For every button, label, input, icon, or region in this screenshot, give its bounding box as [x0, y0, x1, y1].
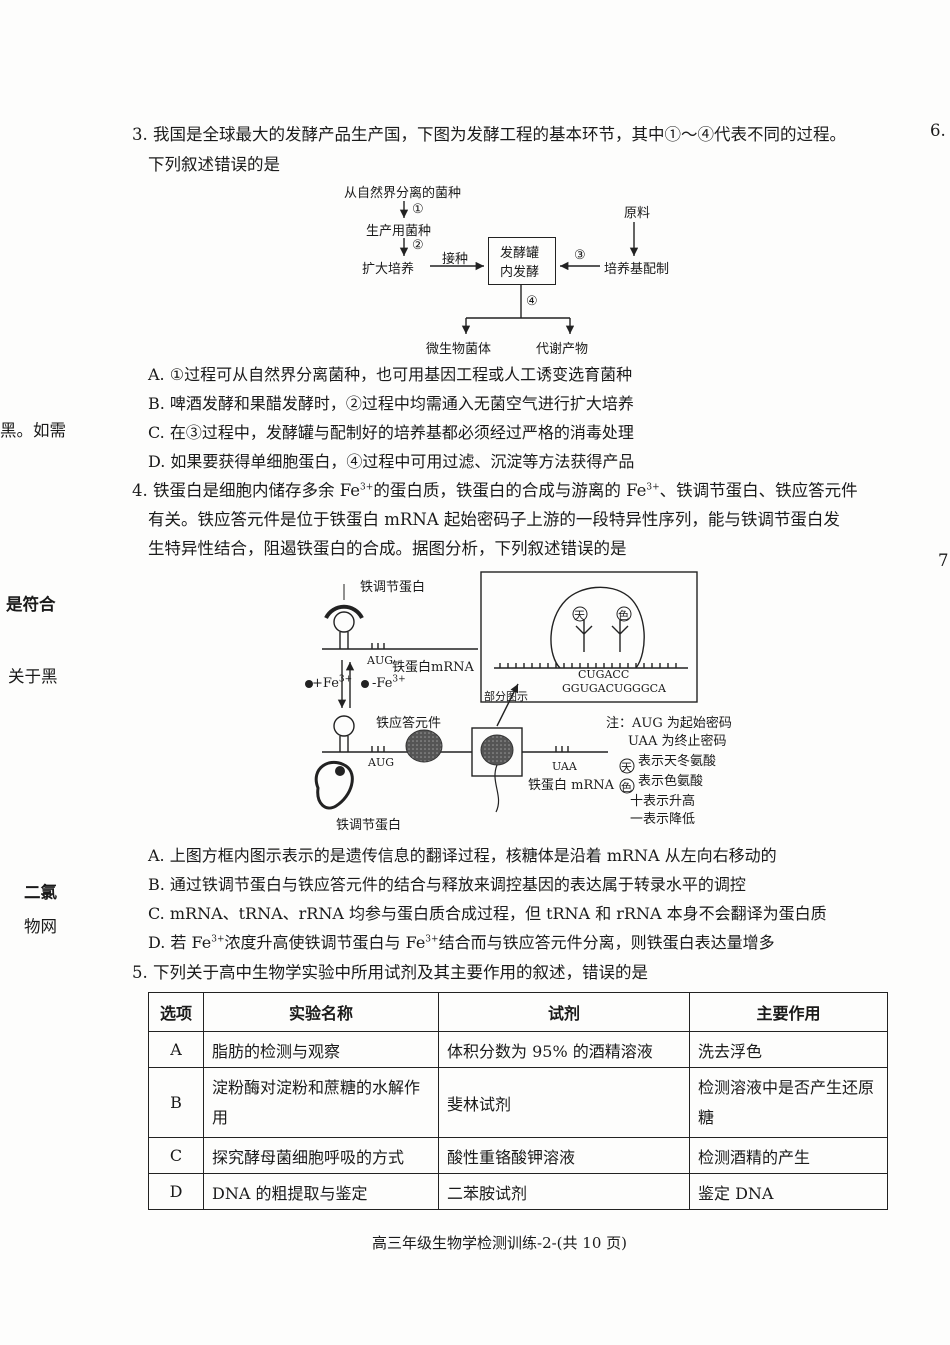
note-line-5: 十表示升高 — [630, 794, 696, 809]
header-reagent: 试剂 — [438, 992, 690, 1032]
table-header-row: 选项 实验名称 试剂 主要作用 — [148, 992, 888, 1032]
table-cell: 鉴定 DNA — [689, 1173, 888, 1210]
partial-view-label: 部分图示 — [484, 690, 528, 703]
q3-stem-line2: 下列叙述错误的是 — [148, 155, 280, 174]
table-row: C 探究酵母菌细胞呼吸的方式 酸性重铬酸钾溶液 检测酒精的产生 — [148, 1137, 888, 1174]
anticodon-sequence: CUGACC — [578, 668, 630, 681]
note-line-4: 表示色氨酸 — [638, 774, 704, 789]
table-cell: 脂肪的检测与观察 — [203, 1031, 439, 1068]
regulator-protein-top-label: 铁调节蛋白 — [360, 580, 426, 595]
uaa-label: UAA — [552, 760, 577, 773]
table-row: D DNA 的粗提取与鉴定 二苯胺试剂 鉴定 DNA — [148, 1173, 888, 1210]
q4-stem-line3: 生特异性结合，阻遏铁蛋白的合成。据图分析，下列叙述错误的是 — [148, 539, 627, 558]
regulator-protein-bottom-label: 铁调节蛋白 — [336, 818, 402, 833]
raw-material-label: 原料 — [624, 206, 651, 221]
ferritin-mrna-bottom-label: 铁蛋白 mRNA — [528, 778, 615, 793]
legend-aspartate-symbol: 天 — [621, 761, 632, 774]
table-cell: 检测酒精的产生 — [689, 1137, 888, 1174]
fermenter-label-1: 发酵罐 — [500, 246, 540, 261]
ire-label: 铁应答元件 — [376, 716, 442, 731]
q4-option-d: D. 若 Fe3+浓度升高使铁调节蛋白与 Fe3+结合而与铁应答元件分离，则铁蛋… — [148, 933, 775, 952]
table-cell: 体积分数为 95% 的酒精溶液 — [438, 1031, 690, 1068]
q3-stem-line1: 3. 我国是全球最大的发酵产品生产国，下图为发酵工程的基本环节，其中①～④代表不… — [132, 125, 846, 144]
q4-option-a: A. 上图方框内图示表示的是遗传信息的翻译过程，核糖体是沿着 mRNA 从左向右… — [148, 846, 777, 865]
legend-tryptophan-symbol: 色 — [621, 781, 632, 794]
margin-fragment: 物网 — [24, 917, 57, 936]
margin-fragment: 是符合 — [6, 595, 56, 614]
table-cell: B — [148, 1067, 204, 1138]
table-row: B 淀粉酶对淀粉和蔗糖的水解作用 斐林试剂 检测溶液中是否产生还原糖 — [148, 1067, 888, 1138]
q3-option-c: C. 在③过程中，发酵罐与配制好的培养基都必须经过严格的消毒处理 — [148, 423, 634, 442]
margin-fragment: 二氯 — [24, 883, 57, 902]
table-cell: 淀粉酶对淀粉和蔗糖的水解作用 — [203, 1067, 439, 1138]
minus-fe-label: -Fe3+ — [372, 674, 406, 691]
aspartate-symbol: 天 — [574, 609, 585, 622]
expand-culture-label: 扩大培养 — [362, 262, 415, 277]
note-line-3: 表示天冬氨酸 — [638, 754, 717, 769]
aug-top-label: AUG — [367, 654, 394, 667]
q5-table: 选项 实验名称 试剂 主要作用 A 脂肪的检测与观察 体积分数为 95% 的酒精… — [148, 992, 888, 1210]
q4-stem-line2: 有关。铁应答元件是位于铁蛋白 mRNA 起始密码子上游的一段特异性序列，能与铁调… — [148, 510, 840, 529]
cells-label: 微生物菌体 — [426, 342, 492, 357]
header-option: 选项 — [148, 992, 204, 1032]
fermenter-box — [488, 237, 556, 285]
margin-fragment: 关于黑 — [8, 667, 58, 686]
table-cell: 酸性重铬酸钾溶液 — [438, 1137, 690, 1174]
q4-option-c: C. mRNA、tRNA、rRNA 均参与蛋白质合成过程，但 tRNA 和 rR… — [148, 904, 827, 923]
header-function: 主要作用 — [689, 992, 888, 1032]
table-cell: DNA 的粗提取与鉴定 — [203, 1173, 439, 1210]
production-strain-label: 生产用菌种 — [366, 224, 432, 239]
medium-label: 培养基配制 — [604, 262, 670, 277]
margin-fragment: 7 — [938, 551, 949, 570]
step-3-label: ③ — [574, 248, 586, 263]
fermenter-label-2: 内发酵 — [500, 265, 540, 280]
natural-strain-label: 从自然界分离的菌种 — [344, 186, 462, 201]
margin-fragment: 6. — [930, 121, 946, 140]
table-cell: C — [148, 1137, 204, 1174]
q3-option-d: D. 如果要获得单细胞蛋白，④过程中可用过滤、沉淀等方法获得产品 — [148, 452, 635, 471]
step-4-label: ④ — [526, 294, 538, 309]
table-cell: A — [148, 1031, 204, 1068]
aug-bottom-label: AUG — [368, 756, 395, 769]
products-label: 代谢产物 — [536, 342, 589, 357]
table-row: A 脂肪的检测与观察 体积分数为 95% 的酒精溶液 洗去浮色 — [148, 1031, 888, 1068]
step-2-label: ② — [412, 238, 424, 253]
step-1-label: ① — [412, 202, 424, 217]
table-cell: 检测溶液中是否产生还原糖 — [689, 1067, 888, 1138]
plus-fe-label: +Fe3+ — [312, 674, 353, 691]
margin-fragment: 黑。如需 — [0, 421, 66, 440]
table-cell: D — [148, 1173, 204, 1210]
q3-diagram-arrows — [399, 201, 639, 334]
table-cell: 探究酵母菌细胞呼吸的方式 — [203, 1137, 439, 1174]
inoculate-label: 接种 — [442, 252, 469, 267]
table-cell: 洗去浮色 — [689, 1031, 888, 1068]
q3-option-a: A. ①过程可从自然界分离菌种，也可用基因工程或人工诱变选育菌种 — [148, 365, 633, 384]
page-footer: 高三年级生物学检测训练-2-(共 10 页) — [372, 1234, 628, 1252]
ferritin-mrna-top-label: 铁蛋白mRNA — [392, 660, 474, 675]
q4-option-b: B. 通过铁调节蛋白与铁应答元件的结合与释放来调控基因的表达属于转录水平的调控 — [148, 875, 746, 894]
tryptophan-symbol: 色 — [618, 609, 629, 622]
q4-stem-line1: 4. 铁蛋白是细胞内储存多余 Fe3+的蛋白质，铁蛋白的合成与游离的 Fe3+、… — [132, 481, 858, 500]
q4-figure-drawing — [305, 571, 698, 813]
table-cell: 斐林试剂 — [438, 1067, 690, 1138]
codon-sequence: GGUGACUGGGCA — [562, 682, 666, 695]
note-line-2: UAA 为终止密码 — [628, 734, 727, 749]
q3-option-b: B. 啤酒发酵和果醋发酵时，②过程中均需通入无菌空气进行扩大培养 — [148, 394, 634, 413]
q5-stem: 5. 下列关于高中生物学实验中所用试剂及其主要作用的叙述，错误的是 — [132, 963, 648, 982]
header-experiment: 实验名称 — [203, 992, 439, 1032]
note-line-6: 一表示降低 — [630, 812, 696, 827]
table-cell: 二苯胺试剂 — [438, 1173, 690, 1210]
note-line-1: 注：AUG 为起始密码 — [606, 716, 732, 731]
